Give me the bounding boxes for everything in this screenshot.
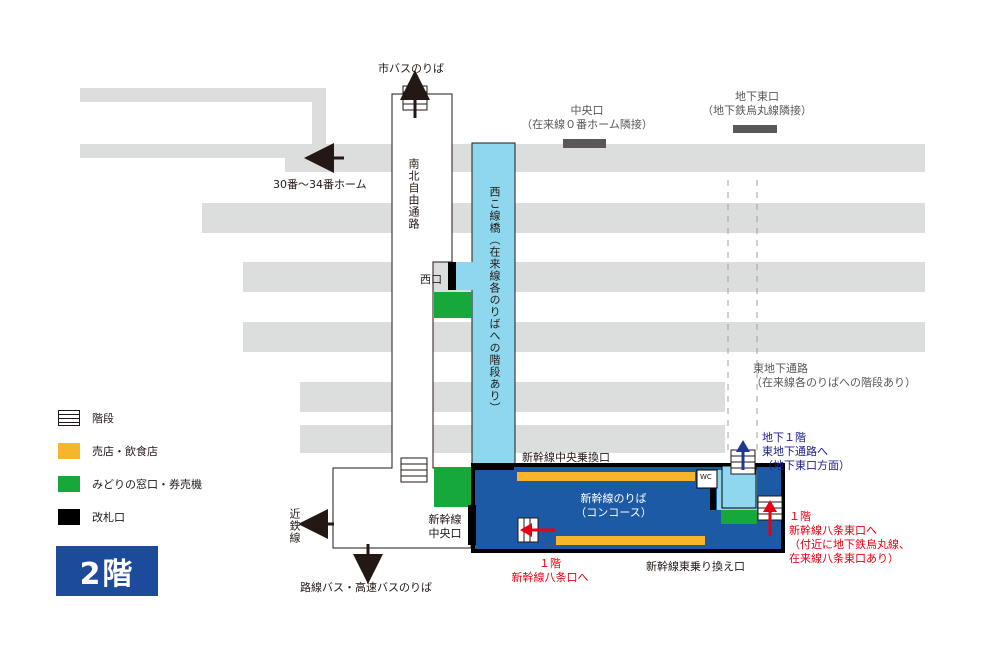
arrow-east-1f-head xyxy=(763,500,777,512)
label-hachijo-line1: １階 xyxy=(539,557,561,570)
band-2 xyxy=(202,203,925,233)
label-chika: 地下東口 （地下鉄烏丸線隣接） xyxy=(692,90,822,118)
label-kintetsu: 近鉄線 xyxy=(288,508,301,544)
label-chuo: 中央口 （在来線０番ホーム隣接） xyxy=(517,104,657,132)
legend-gate: 改札口 xyxy=(58,509,125,525)
black-arrows xyxy=(298,70,430,584)
label-b1-line3: （地下東口方面） xyxy=(762,459,850,472)
label-center-transfer: 新幹線中央乗換口 xyxy=(522,451,610,464)
label-chuo-line1: 中央口 xyxy=(570,104,604,117)
label-east: １階 新幹線八条東口へ （付近に地下鉄烏丸線、 在来線八条東口あり） xyxy=(789,510,910,566)
ticket-office-east xyxy=(721,510,757,524)
label-east-under-line2: （在来線各のりばへの階段あり） xyxy=(751,376,916,389)
stairs-ns-south xyxy=(400,457,428,483)
red-arrows xyxy=(520,500,777,537)
legend-ticket-label: みどりの窓口・券売機 xyxy=(92,478,202,491)
label-east-line1: １階 xyxy=(789,510,811,523)
label-road-bus: 路線バス・高速バスのりば xyxy=(300,581,432,594)
label-city-bus: 市バスのりば xyxy=(378,62,444,75)
label-concourse-line1: 新幹線のりば xyxy=(580,492,647,505)
legend-ticket: みどりの窓口・券売機 xyxy=(58,476,202,492)
band-0b xyxy=(312,88,326,158)
shop-swatch xyxy=(58,443,80,459)
label-ns-passage: 南北自由通路 xyxy=(407,158,420,230)
label-chika-line2: （地下鉄烏丸線隣接） xyxy=(702,104,812,117)
wc-box xyxy=(696,469,718,489)
legend-shops-label: 売店・飲食店 xyxy=(92,445,158,458)
ticket-office-center xyxy=(434,467,472,507)
label-hachijo: １階 新幹線八条口へ xyxy=(505,557,595,585)
label-chuo-line2: （在来線０番ホーム隣接） xyxy=(521,118,653,131)
label-wc: WC xyxy=(700,473,712,481)
floor-badge: 2階 xyxy=(56,546,158,596)
arrow-b1-head xyxy=(736,440,750,452)
chuo-exit-marker xyxy=(563,139,606,148)
label-concourse-line2: （コンコース） xyxy=(575,506,652,519)
label-b1: 地下１階 東地下通路へ （地下東口方面） xyxy=(762,431,850,473)
label-east-line2: 新幹線八条東口へ xyxy=(789,524,877,537)
stairs-swatch xyxy=(58,410,80,426)
west-bridge-connector xyxy=(452,262,473,290)
label-platforms: 30番～34番ホーム xyxy=(273,178,367,191)
center-transfer-gate xyxy=(472,463,514,470)
center-gate xyxy=(468,505,476,545)
chika-exit-marker xyxy=(733,125,777,133)
legend-stairs: 階段 xyxy=(58,410,114,426)
label-east-line3: （付近に地下鉄烏丸線、 xyxy=(789,538,910,551)
west-bridge xyxy=(471,142,516,466)
label-chika-line1: 地下東口 xyxy=(735,90,779,103)
label-east-line4: 在来線八条東口あり） xyxy=(789,552,899,565)
shop-lower xyxy=(556,536,705,545)
label-hachijo-line2: 新幹線八条口へ xyxy=(511,571,589,584)
label-nishikosen: 西こ線橋（在来線各のりばへの階段あり） xyxy=(488,186,501,414)
band-3 xyxy=(243,262,925,292)
label-center-gate: 新幹線 中央口 xyxy=(420,513,470,541)
band-0a xyxy=(80,88,325,102)
label-east-transfer: 新幹線東乗り換え口 xyxy=(646,560,745,573)
label-west-gate: 西口 xyxy=(420,273,442,286)
ticket-office-west xyxy=(434,292,472,318)
east-passage-dashes xyxy=(727,180,758,455)
label-center-gate-line1: 新幹線 xyxy=(428,513,462,526)
west-gate xyxy=(448,262,456,290)
label-concourse: 新幹線のりば （コンコース） xyxy=(566,492,661,520)
label-east-under: 東地下通路 （在来線各のりばへの階段あり） xyxy=(751,362,916,390)
shop-upper xyxy=(517,472,695,481)
legend-stairs-label: 階段 xyxy=(92,412,114,425)
arrow-hachijo-head xyxy=(520,523,532,537)
label-b1-line2: 東地下通路へ xyxy=(762,445,828,458)
label-b1-line1: 地下１階 xyxy=(762,431,806,444)
ticket-swatch xyxy=(58,476,80,492)
band-0c xyxy=(80,144,325,158)
gate-swatch xyxy=(58,509,80,525)
band-4 xyxy=(243,322,925,352)
label-east-under-line1: 東地下通路 xyxy=(753,362,808,375)
label-center-gate-line2: 中央口 xyxy=(428,527,462,540)
legend-shops: 売店・飲食店 xyxy=(58,443,158,459)
legend-gate-label: 改札口 xyxy=(92,511,125,524)
east-transfer-gate xyxy=(710,488,716,510)
